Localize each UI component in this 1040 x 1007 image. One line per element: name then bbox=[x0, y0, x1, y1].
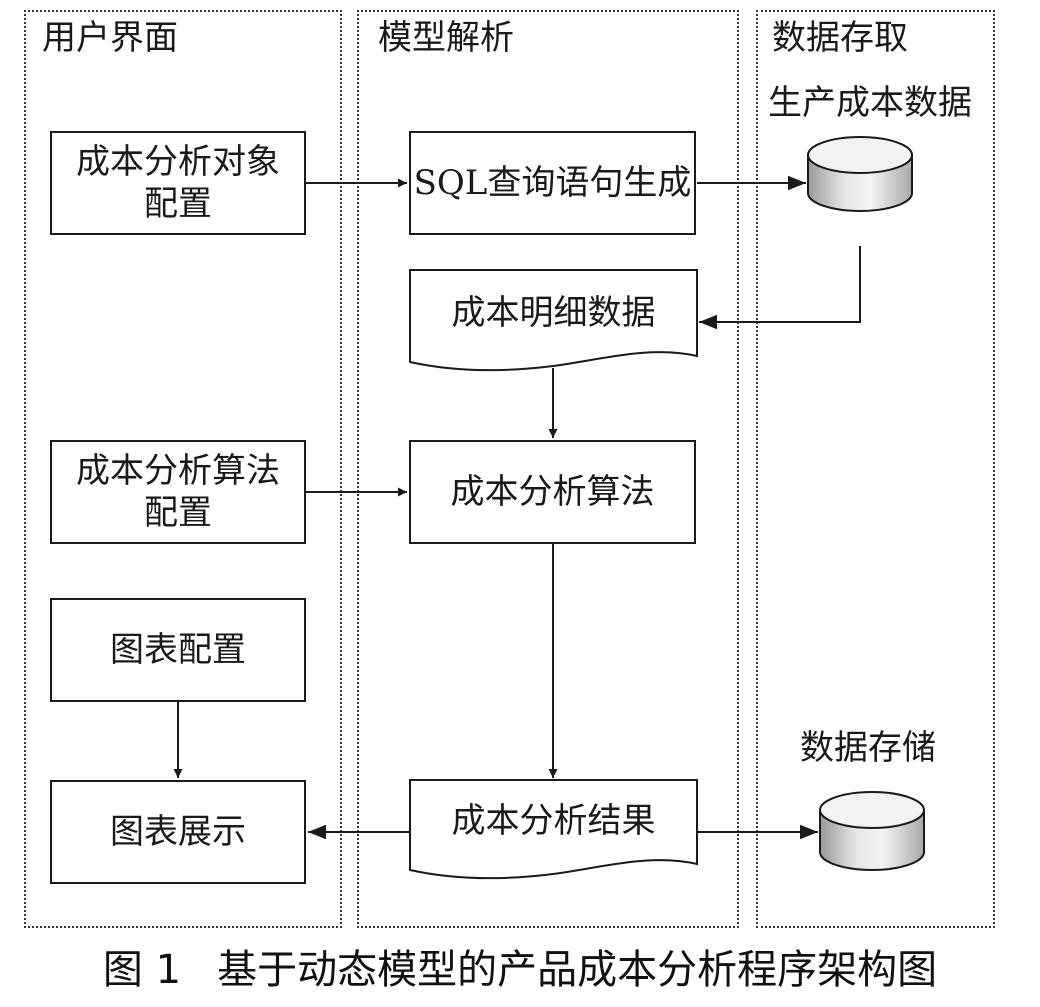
cost-object-config-line2: 配置 bbox=[144, 184, 212, 224]
cost-algorithm-config-line1: 成本分析算法 bbox=[76, 451, 280, 491]
figure-number: 图 1 bbox=[102, 947, 182, 993]
cost-result-doc-shape bbox=[409, 779, 698, 880]
production-cost-db-label: 生产成本数据 bbox=[768, 83, 972, 123]
cost-algorithm-box: 成本分析算法 bbox=[409, 440, 696, 544]
cost-algorithm-label: 成本分析算法 bbox=[450, 472, 655, 512]
sql-generation-label: SQL查询语句生成 bbox=[413, 163, 692, 203]
cost-detail-data-doc-shape bbox=[409, 269, 698, 372]
data-storage-database-icon bbox=[819, 791, 925, 871]
lane-data-access bbox=[756, 10, 995, 928]
figure-title: 基于动态模型的产品成本分析程序架构图 bbox=[217, 947, 938, 993]
production-cost-database-icon bbox=[807, 136, 913, 212]
chart-config-box: 图表配置 bbox=[50, 598, 306, 702]
arrow-database-to-detail-data bbox=[699, 246, 861, 330]
cost-detail-data-label: 成本明细数据 bbox=[451, 293, 656, 333]
chart-config-label: 图表配置 bbox=[110, 630, 246, 670]
lane-user-interface bbox=[24, 10, 342, 928]
cost-result-label: 成本分析结果 bbox=[451, 801, 656, 841]
cost-object-config-line1: 成本分析对象 bbox=[76, 142, 280, 182]
lane-title-data-access: 数据存取 bbox=[772, 18, 908, 58]
cost-algorithm-config-box: 成本分析算法 配置 bbox=[50, 440, 306, 544]
cost-algorithm-config-line2: 配置 bbox=[144, 493, 212, 533]
lane-title-user-interface: 用户界面 bbox=[42, 18, 178, 58]
chart-display-box: 图表展示 bbox=[50, 780, 306, 884]
lane-title-model-parsing: 模型解析 bbox=[378, 18, 514, 58]
sql-generation-box: SQL查询语句生成 bbox=[409, 131, 696, 235]
lane-model-parsing bbox=[357, 10, 739, 928]
data-storage-db-label: 数据存储 bbox=[800, 728, 936, 768]
chart-display-label: 图表展示 bbox=[110, 812, 246, 852]
figure-caption: 图 1 基于动态模型的产品成本分析程序架构图 bbox=[0, 945, 1040, 995]
cost-object-config-box: 成本分析对象 配置 bbox=[50, 131, 306, 235]
